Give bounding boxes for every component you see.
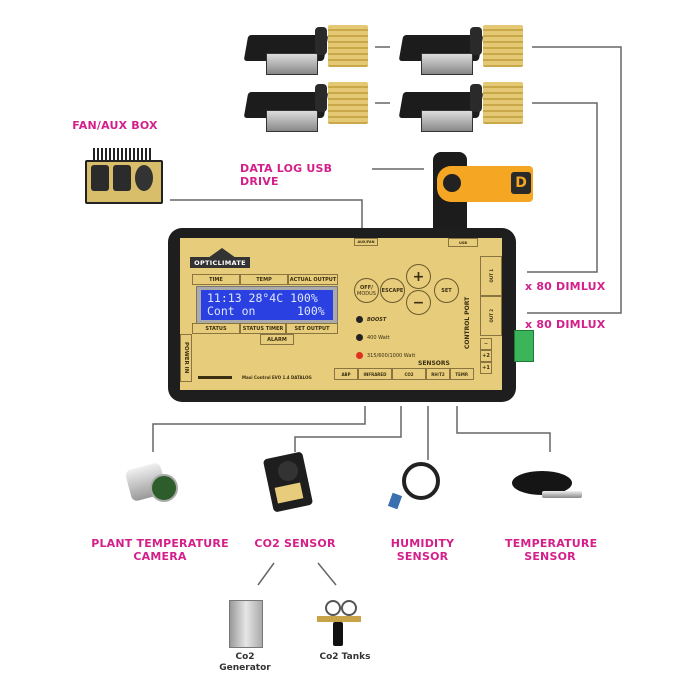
controller-panel: OPTICLIMATE TIME TEMP ACTUAL OUTPUT 11:1… <box>180 238 502 390</box>
plant-temperature-camera-label: PLANT TEMPERATURE CAMERA <box>91 537 229 563</box>
header-time: TIME <box>192 274 240 285</box>
header-temp: TEMP <box>240 274 288 285</box>
sensor-port-temp[interactable]: TEMP. <box>450 368 474 380</box>
plant-temperature-camera-image <box>120 460 180 510</box>
multi-watt-label: 315/600/1000 Watt <box>367 353 416 359</box>
lamp-3 <box>240 82 380 132</box>
co2-tanks-label: Co2 Tanks <box>319 652 371 662</box>
gauge-icon <box>341 600 357 616</box>
temperature-sensor-image <box>508 465 588 505</box>
fan-aux-box-label: FAN/AUX BOX <box>72 119 158 132</box>
sensor-port-abp[interactable]: ABP <box>334 368 358 380</box>
socket-icon <box>113 165 131 191</box>
co2-generator-label: Co2 Generator <box>219 652 271 673</box>
humidity-sensor-label: HUMIDITY SENSOR <box>390 537 455 563</box>
lamp-2 <box>395 25 535 75</box>
control-port-label: CONTROL PORT <box>464 296 471 350</box>
sensors-title: SENSORS <box>418 360 450 367</box>
minus-button[interactable]: − <box>406 290 431 315</box>
co2-tanks-regulator-image <box>315 600 365 650</box>
set-button[interactable]: SET <box>434 278 459 303</box>
co2-generator-image <box>225 600 265 650</box>
socket-icon <box>135 165 153 191</box>
out2-port[interactable]: OUT 2 <box>480 296 502 336</box>
400w-label: 400 Watt <box>367 335 390 341</box>
wire-co2-generator <box>257 562 275 586</box>
header-actual-output: ACTUAL OUTPUT <box>288 274 338 285</box>
lcd-display: 11:13 28°4C 100%Cont on 100% <box>196 286 338 324</box>
header-status-timer: STATUS TIMER <box>240 323 286 334</box>
aux-fan-port: AUX/FAN <box>354 238 378 246</box>
lcd-line-2: Cont on 100% <box>207 304 325 318</box>
plus-button[interactable]: + <box>406 264 431 289</box>
terminal-plus2: +2 <box>480 350 492 362</box>
400w-led-icon <box>356 334 363 341</box>
co2-sensor-label: CO2 SENSOR <box>254 537 336 550</box>
wire-co2-tanks <box>317 562 337 586</box>
wire-out1 <box>527 102 598 273</box>
lamp-1 <box>240 25 380 75</box>
model-label: Maxi Control EVO 1.4 DATALOG <box>242 375 312 380</box>
header-status: STATUS <box>192 323 240 334</box>
data-log-usb-label: DATA LOG USB DRIVE <box>240 162 333 188</box>
dimlux-out1-label: x 80 DIMLUX <box>525 280 606 293</box>
humidity-sensor-image <box>387 460 448 510</box>
gauge-icon <box>325 600 341 616</box>
multi-watt-led-icon <box>356 352 363 359</box>
sensor-port-rh-t2[interactable]: RH/T2 <box>426 368 450 380</box>
sensor-port-co2[interactable]: CO2 <box>392 368 426 380</box>
sensor-port-infrared[interactable]: INFRARED <box>358 368 392 380</box>
dimlux-out2-label: x 80 DIMLUX <box>525 318 606 331</box>
wire-co2-sensor <box>294 406 402 452</box>
power-in-port[interactable]: POWER IN <box>180 334 192 382</box>
lamp-4 <box>395 82 535 132</box>
lcd-line-1: 11:13 28°4C 100% <box>207 291 318 305</box>
wire-out2 <box>527 46 622 314</box>
terminal-minus: − <box>480 338 492 350</box>
wire-fan-aux <box>170 199 363 230</box>
off-modus-button[interactable]: OFF/ MODUS <box>354 278 379 303</box>
wire-temperature <box>456 406 551 452</box>
usb-port: USB <box>448 238 478 247</box>
escape-button[interactable]: ESCAPE <box>380 278 405 303</box>
boost-led-icon <box>356 316 363 323</box>
header-set-output: SET OUTPUT <box>286 323 338 334</box>
manufacturer-mark <box>198 376 232 379</box>
wire-infrared-camera <box>152 406 366 452</box>
controller-unit: OPTICLIMATE TIME TEMP ACTUAL OUTPUT 11:1… <box>168 228 516 402</box>
terminal-plus1: +1 <box>480 362 492 374</box>
co2-sensor-image <box>262 451 314 515</box>
socket-icon <box>91 165 109 191</box>
header-alarm: ALARM <box>260 334 294 345</box>
out1-port[interactable]: OUT 1 <box>480 256 502 296</box>
usb-logo-icon: D <box>511 172 531 194</box>
temperature-sensor-label: TEMPERATURE SENSOR <box>505 537 598 563</box>
green-terminal-block <box>514 330 534 362</box>
boost-label: BOOST <box>367 317 387 323</box>
fan-aux-box-image <box>85 148 163 204</box>
opticlimate-logo: OPTICLIMATE <box>190 248 250 270</box>
usb-drive-image: D <box>433 150 543 230</box>
